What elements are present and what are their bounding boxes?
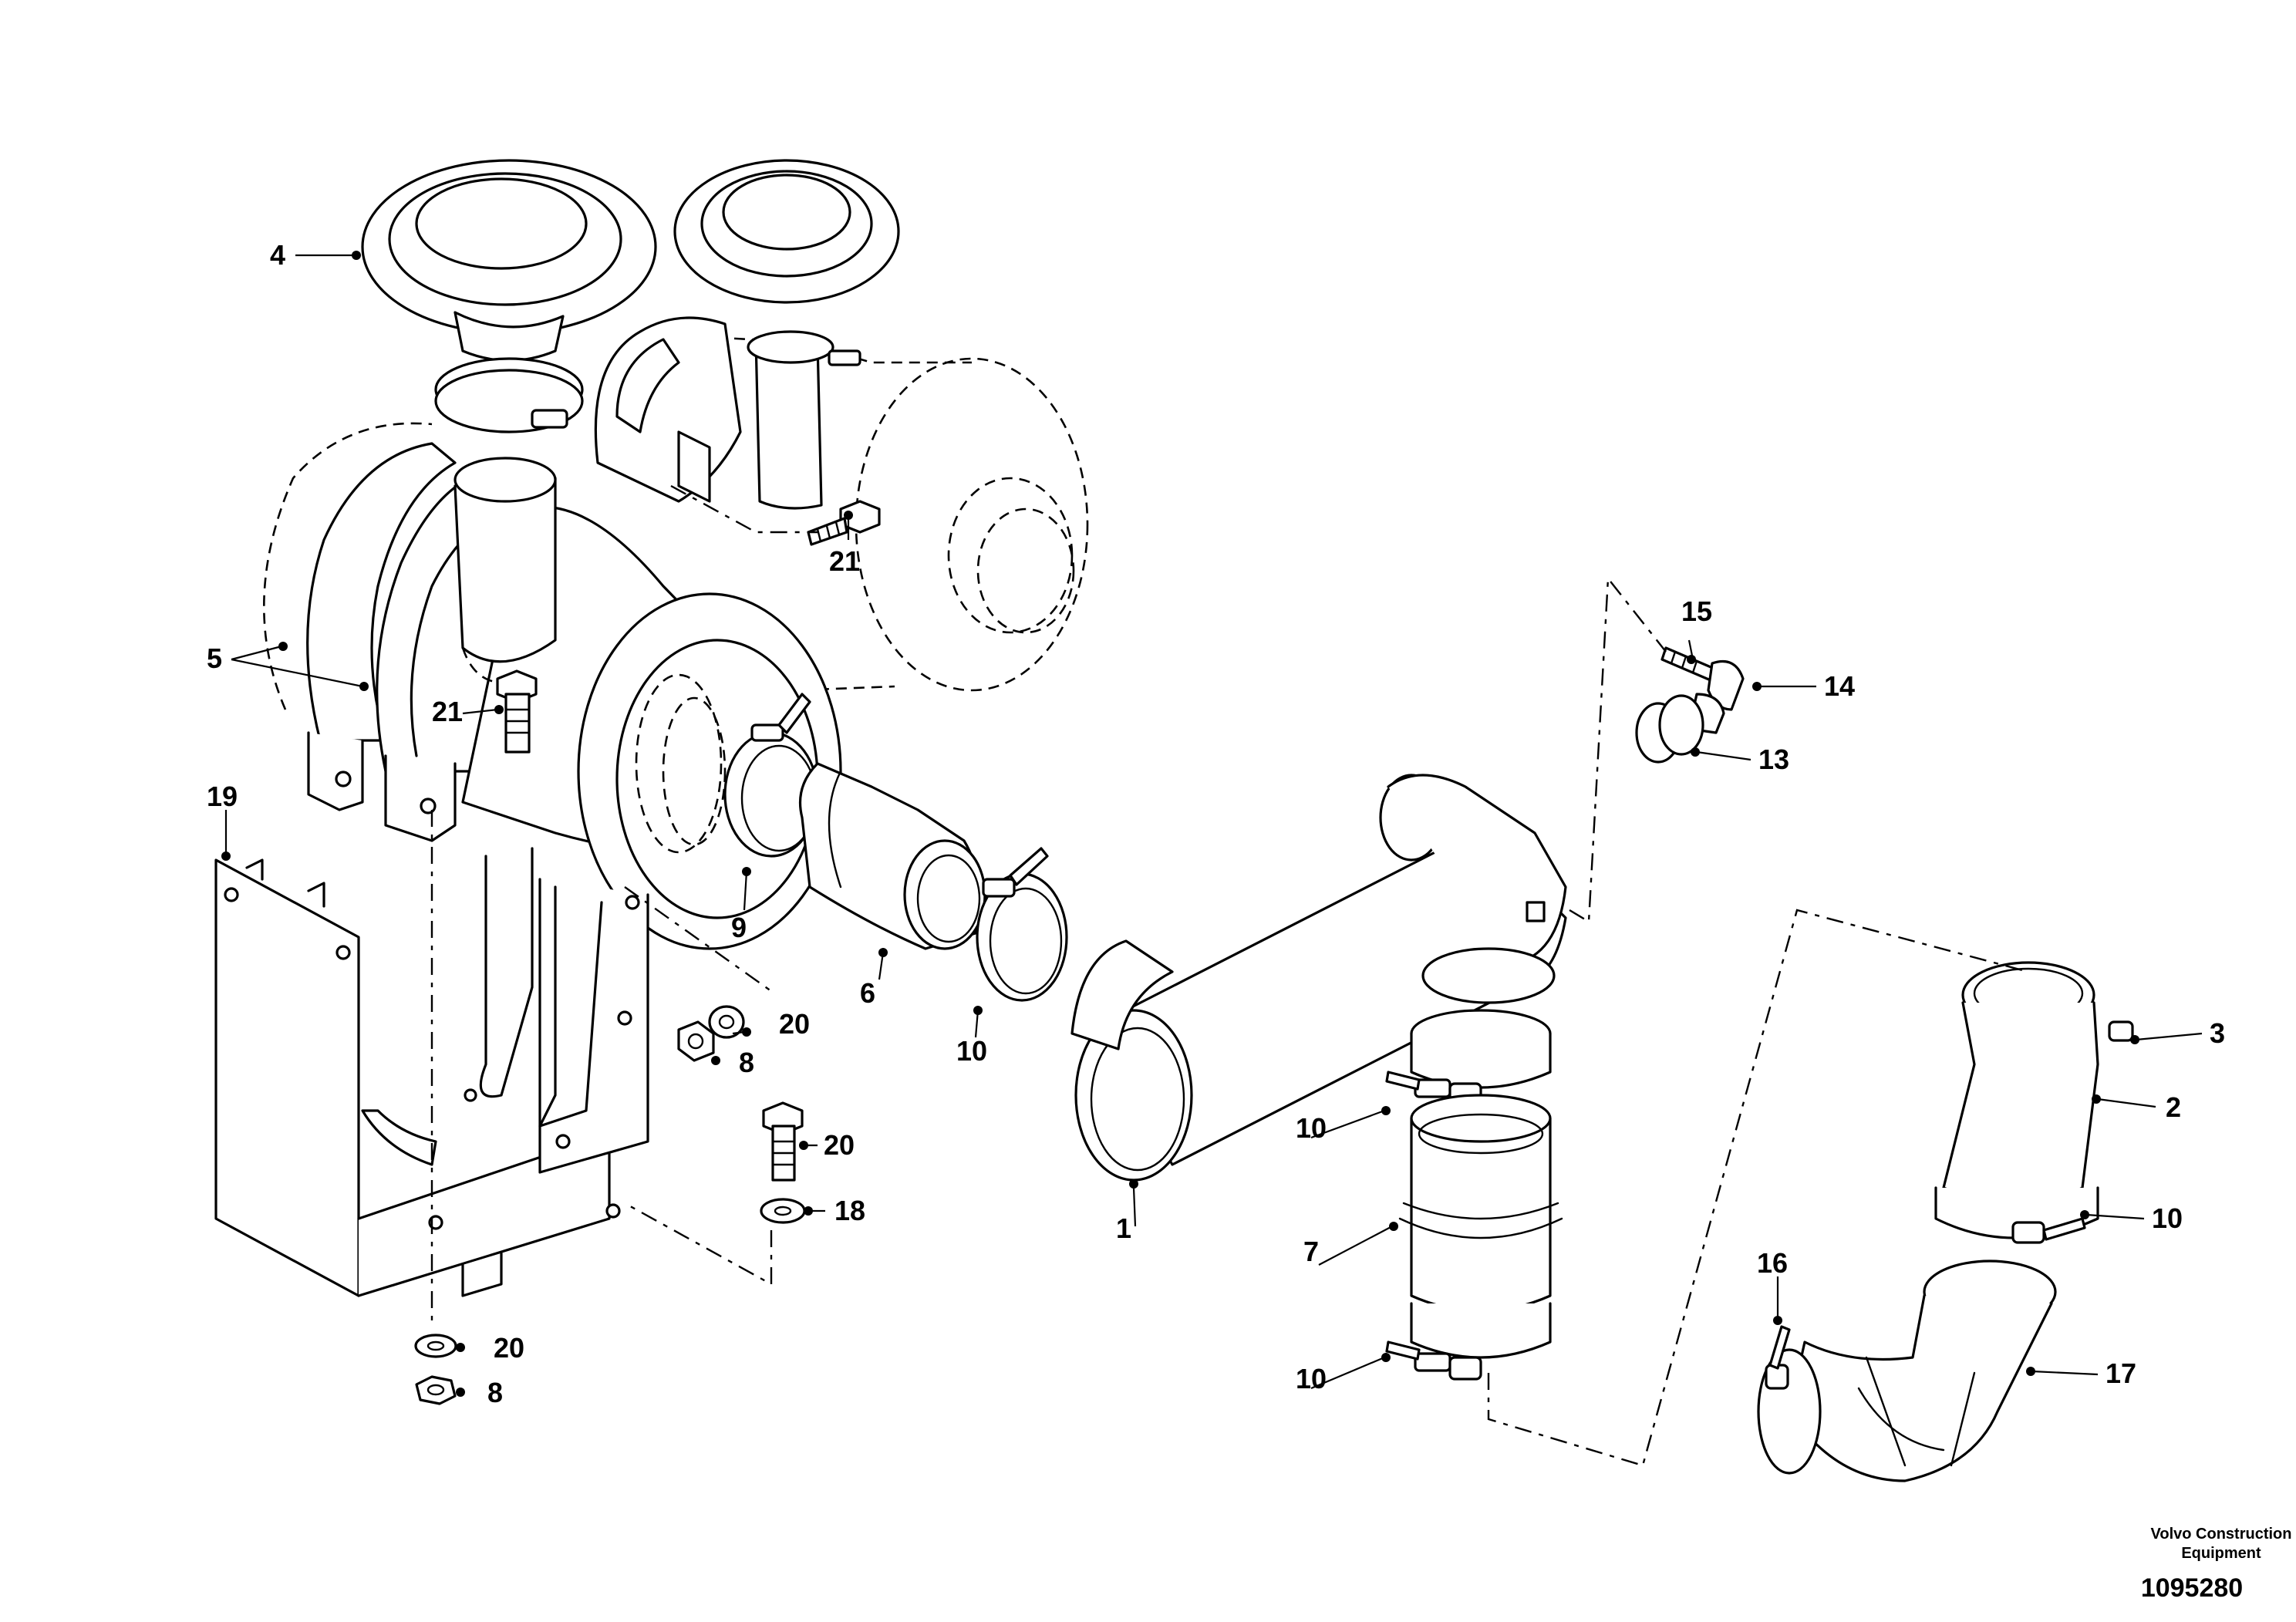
callout-18: 18 [834,1195,865,1226]
callout-2: 2 [2166,1091,2181,1123]
rear-air-cleaner-housing [594,316,1089,696]
callout-14: 15 [1681,595,1712,627]
clamp-15 [1757,1325,1822,1475]
callout-17: 19 [207,781,238,812]
reference-number: 1095280 [2141,1573,2243,1603]
callout-3: 3 [2210,1017,2225,1049]
nut-8-upper [677,1020,715,1062]
washer-20-lower [414,1334,457,1358]
assembly-lines [430,484,2029,1467]
washer-20-upper [708,1005,745,1039]
callout-5: 5 [207,642,222,674]
pipe-2 [1934,961,2099,1244]
callout-6: 6 [860,977,875,1009]
callout-10-left: 10 [956,1035,987,1067]
bolt-21-front [496,669,538,754]
hose-clamp-10-left [976,847,1068,1002]
callout-9: 9 [731,912,747,943]
callout-8-lower: 8 [487,1377,503,1408]
rear-inlet-hood [673,159,900,510]
leader-lines [221,251,2203,1397]
callout-16: 17 [2106,1357,2136,1389]
bolt-19 [762,1101,804,1182]
callout-20-lower: 20 [494,1332,524,1364]
callout-11-12: 13 [1758,744,1789,775]
callout-10-low: 10 [1296,1363,1327,1394]
callout-20-upper: 20 [779,1008,810,1040]
bolt-21-rear [807,500,881,546]
callout-8-upper: 8 [739,1047,754,1078]
callout-labels: 4 5 21 21 19 9 6 10 1 20 8 20 18 20 8 10… [207,239,2225,1408]
elbow-16 [1788,1259,2057,1482]
callout-1: 1 [1116,1212,1131,1244]
callout-21-rear: 21 [829,545,860,577]
brand-block: Volvo Construction Equipment 1095280 [2141,1526,2292,1603]
washer-18 [760,1198,806,1224]
front-inlet-hood [361,159,657,433]
callout-13: 14 [1824,670,1855,702]
lower-clamp-10-lower [1385,1302,1552,1381]
callout-10-mid: 10 [1296,1112,1327,1144]
callout-10-right: 10 [2152,1202,2183,1234]
fittings-11-14 [1635,646,1745,764]
callout-21-front: 21 [432,696,463,727]
intake-pipe-1 [1070,774,1567,1182]
nut-8-lower [415,1375,457,1405]
callout-15: 16 [1757,1247,1788,1279]
cap-3 [2108,1020,2134,1042]
brand-line-2: Equipment [2181,1545,2261,1562]
hose-7 [1398,1094,1563,1313]
front-air-cleaner-housing [263,422,842,950]
callout-19: 20 [824,1129,855,1161]
mounting-bracket-17 [214,847,649,1297]
lower-clamp-10-upper [1385,1009,1552,1107]
callout-7: 7 [1303,1236,1319,1267]
brand-line-1: Volvo Construction [2151,1526,2292,1543]
callout-4: 4 [270,239,285,271]
